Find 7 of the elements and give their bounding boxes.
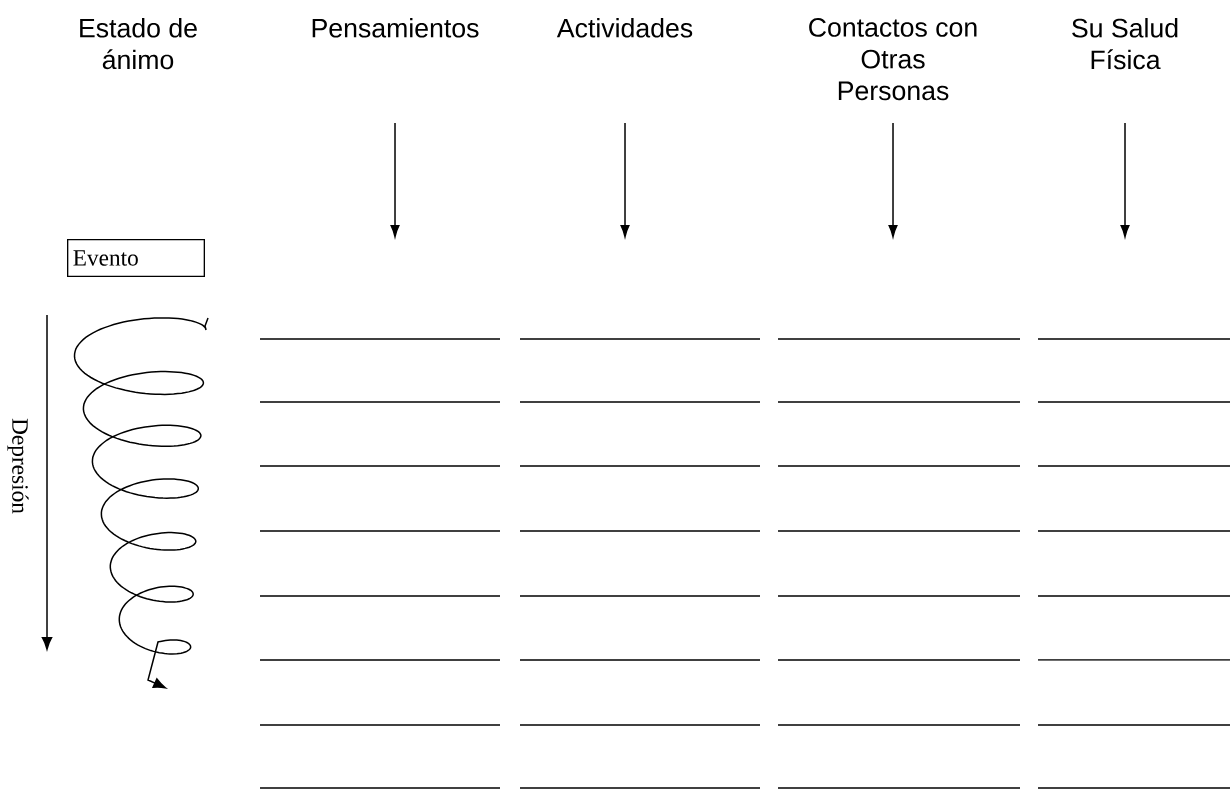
column-heading: Contactos con Otras Personas [809, 18, 977, 101]
column-heading: Actividades [556, 18, 693, 38]
column-heading: Su Salud Física [1072, 18, 1178, 70]
vertical-label: Depresión [7, 418, 29, 514]
column-heading: Pensamientos [312, 18, 479, 38]
event-box: Evento [67, 239, 205, 277]
column-heading: Estado de ánimo [80, 18, 197, 70]
